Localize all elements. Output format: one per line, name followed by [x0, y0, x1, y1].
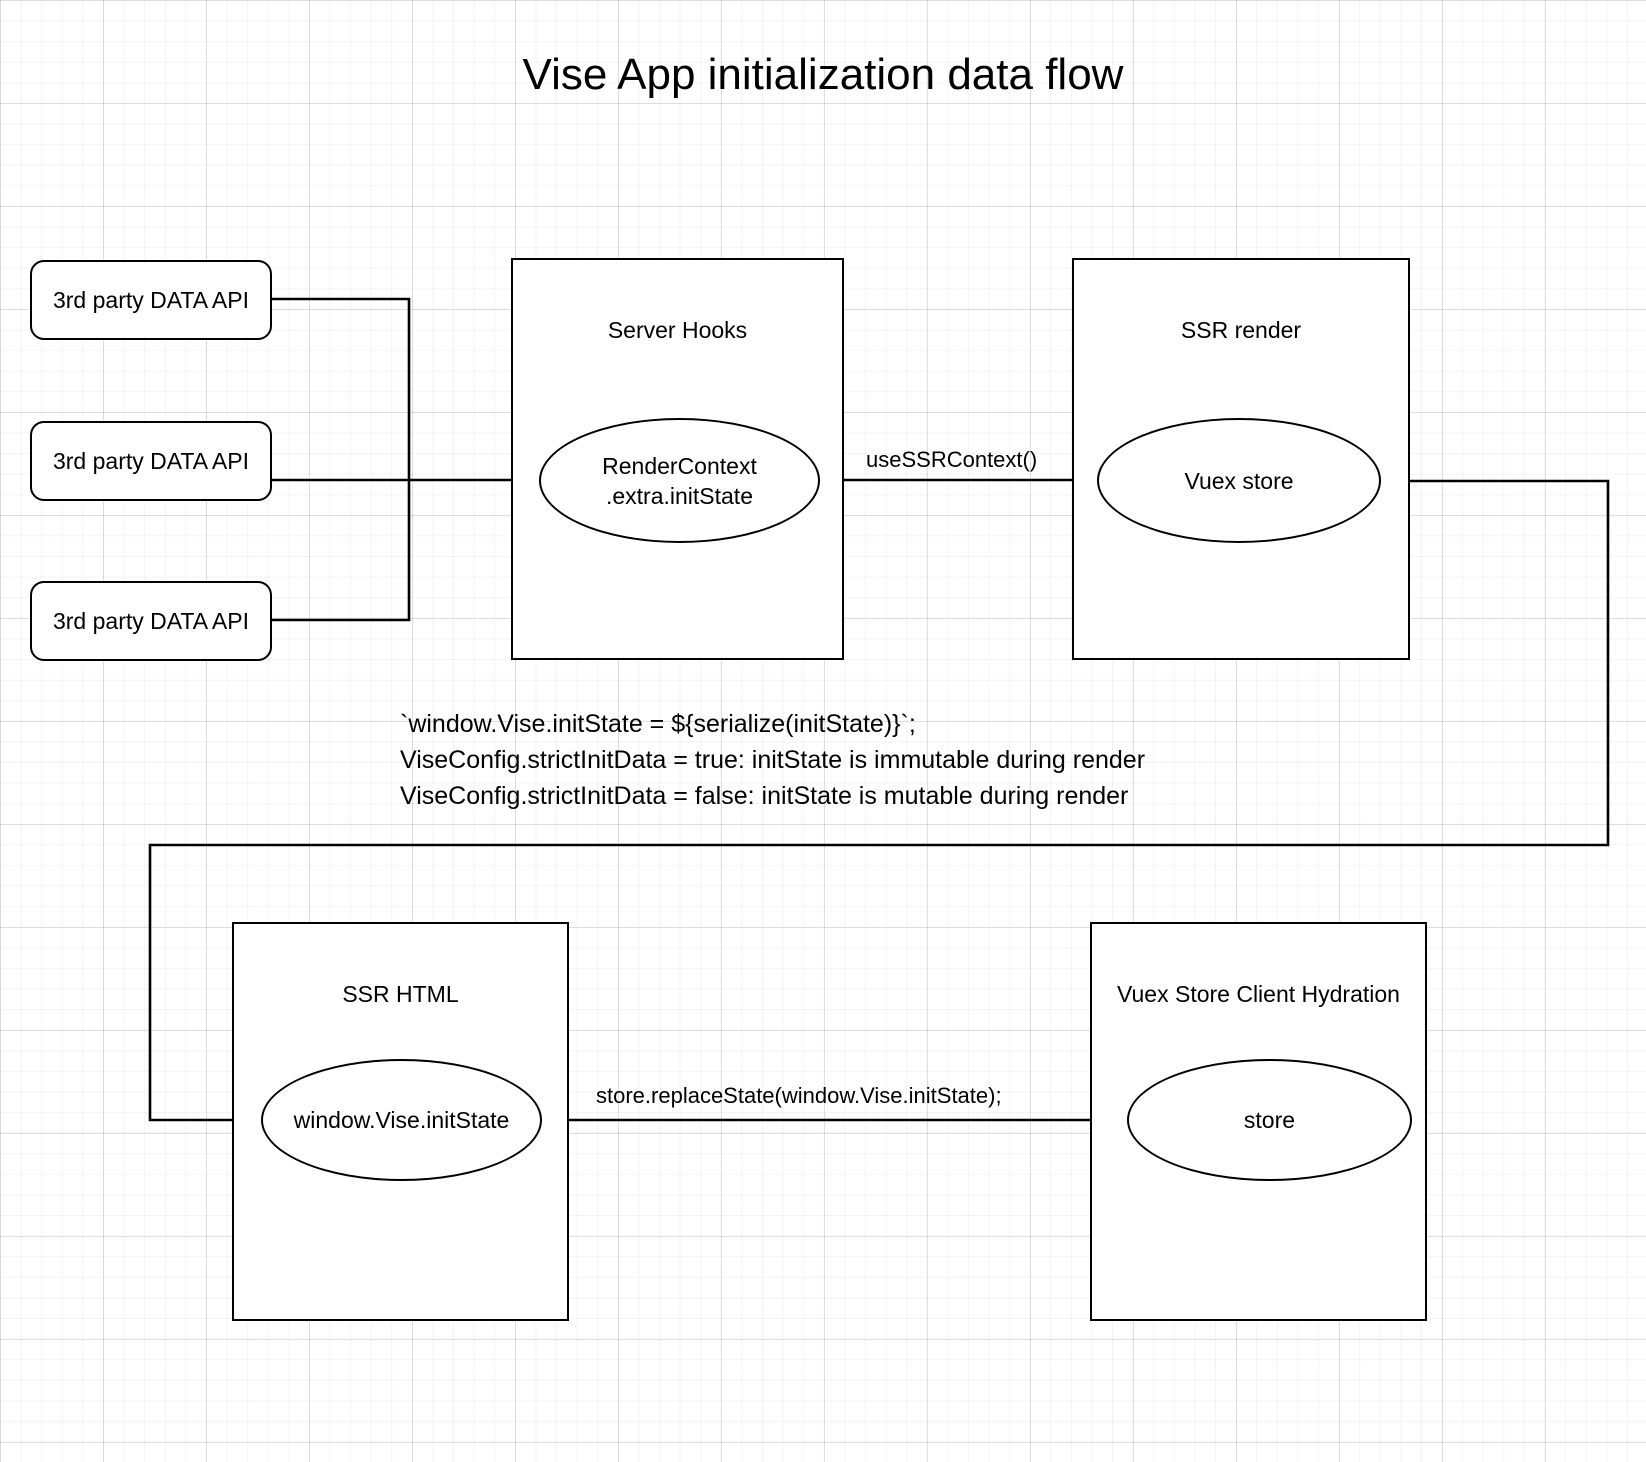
- note-line-2: ViseConfig.strictInitData = true: initSt…: [400, 746, 1146, 774]
- node-label: RenderContext .extra.initState: [602, 452, 757, 509]
- notes-block: `window.Vise.initState = ${serialize(ini…: [400, 706, 1145, 814]
- node-third-party-api-2[interactable]: 3rd party DATA API: [30, 421, 272, 501]
- edge-label-use-ssr-context: useSSRContext(): [866, 447, 1038, 472]
- edge-label-replace-state: store.replaceState(window.Vise.initState…: [596, 1083, 1002, 1108]
- node-label: store: [1243, 1107, 1296, 1133]
- node-vuex-store[interactable]: Vuex store: [1097, 418, 1381, 543]
- node-label: window.Vise.initState: [293, 1107, 510, 1133]
- node-label: 3rd party DATA API: [52, 287, 249, 313]
- node-label: 3rd party DATA API: [52, 608, 249, 634]
- node-window-vise-initstate[interactable]: window.Vise.initState: [261, 1059, 542, 1181]
- edge-api1-to-hooks: [272, 297, 411, 480]
- node-title: Server Hooks: [607, 317, 748, 343]
- page-title: Vise App initialization data flow: [522, 50, 1124, 99]
- edge-api3-to-hooks: [272, 480, 411, 622]
- node-label: Vuex store: [1184, 467, 1294, 494]
- note-line-1: `window.Vise.initState = ${serialize(ini…: [400, 710, 916, 738]
- node-client-store[interactable]: store: [1127, 1059, 1412, 1181]
- node-label: 3rd party DATA API: [52, 448, 249, 474]
- node-third-party-api-3[interactable]: 3rd party DATA API: [30, 581, 272, 661]
- node-third-party-api-1[interactable]: 3rd party DATA API: [30, 260, 272, 340]
- node-title: SSR render: [1180, 317, 1302, 343]
- node-title: SSR HTML: [342, 981, 459, 1007]
- node-title: Vuex Store Client Hydration: [1117, 981, 1400, 1007]
- note-line-3: ViseConfig.strictInitData = false: initS…: [400, 782, 1129, 810]
- node-render-context[interactable]: RenderContext .extra.initState: [539, 418, 820, 543]
